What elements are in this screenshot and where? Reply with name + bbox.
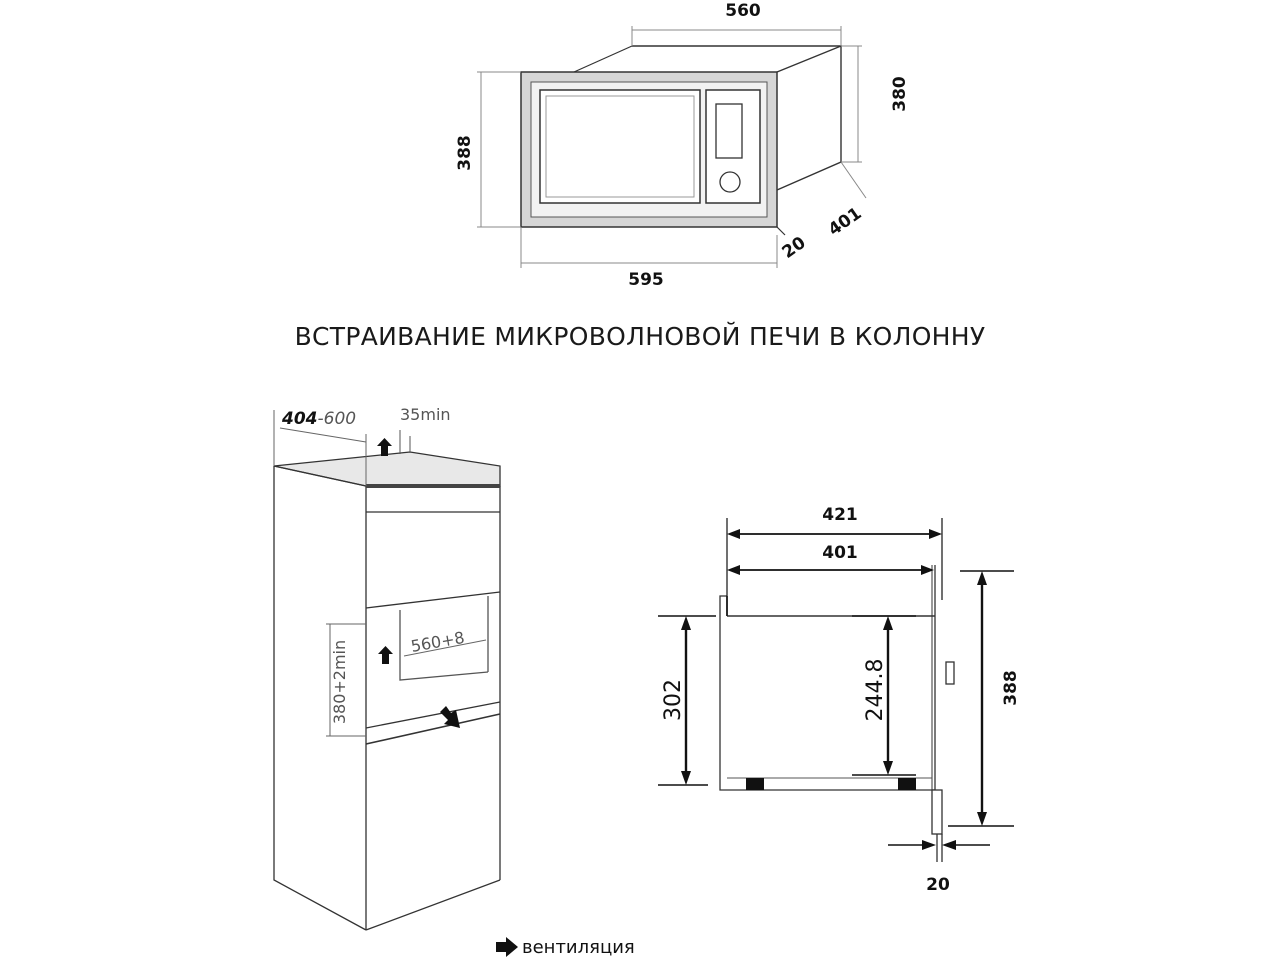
ventilation-arrow-icon xyxy=(496,937,518,957)
dim-388-side: 388 xyxy=(1001,670,1021,706)
column-cabinet xyxy=(273,430,501,931)
display-icon xyxy=(715,103,743,159)
body-side xyxy=(776,44,842,191)
foot-icon xyxy=(898,778,916,790)
knob-icon xyxy=(719,171,741,193)
door-inner xyxy=(545,95,695,198)
top-dimensions xyxy=(477,26,867,268)
microwave-front-view xyxy=(520,44,842,236)
side-dimensions xyxy=(658,518,1014,846)
dim-595: 595 xyxy=(628,270,664,290)
dim-388: 388 xyxy=(455,135,475,171)
dim-244-8: 244.8 xyxy=(863,659,888,722)
side-arrowheads xyxy=(681,529,987,850)
dim-niche-height: 380+2min xyxy=(330,640,349,724)
dim-20: 20 xyxy=(779,233,810,263)
side-section xyxy=(719,565,955,862)
dim-20-side: 20 xyxy=(926,875,950,895)
dim-560: 560 xyxy=(725,1,761,21)
column-depth-rest: -600 xyxy=(318,409,357,429)
page-title: ВСТРАИВАНИЕ МИКРОВОЛНОВОЙ ПЕЧИ В КОЛОННУ xyxy=(294,322,986,351)
dim-35min: 35min xyxy=(400,405,451,424)
dim-421: 421 xyxy=(822,505,858,525)
vent-arrow-icon xyxy=(377,438,460,728)
legend-ventilation: вентиляция xyxy=(522,937,635,958)
dim-401: 401 xyxy=(825,204,866,241)
column-depth-label: 404-600 xyxy=(281,409,356,429)
dim-302: 302 xyxy=(661,679,686,721)
column-depth-bold: 404 xyxy=(281,409,318,429)
foot-icon xyxy=(746,778,764,790)
column-dimensions xyxy=(273,410,487,737)
dim-380: 380 xyxy=(890,76,910,112)
dim-401-side: 401 xyxy=(822,543,858,563)
dim-niche-width: 560+8 xyxy=(409,628,466,656)
